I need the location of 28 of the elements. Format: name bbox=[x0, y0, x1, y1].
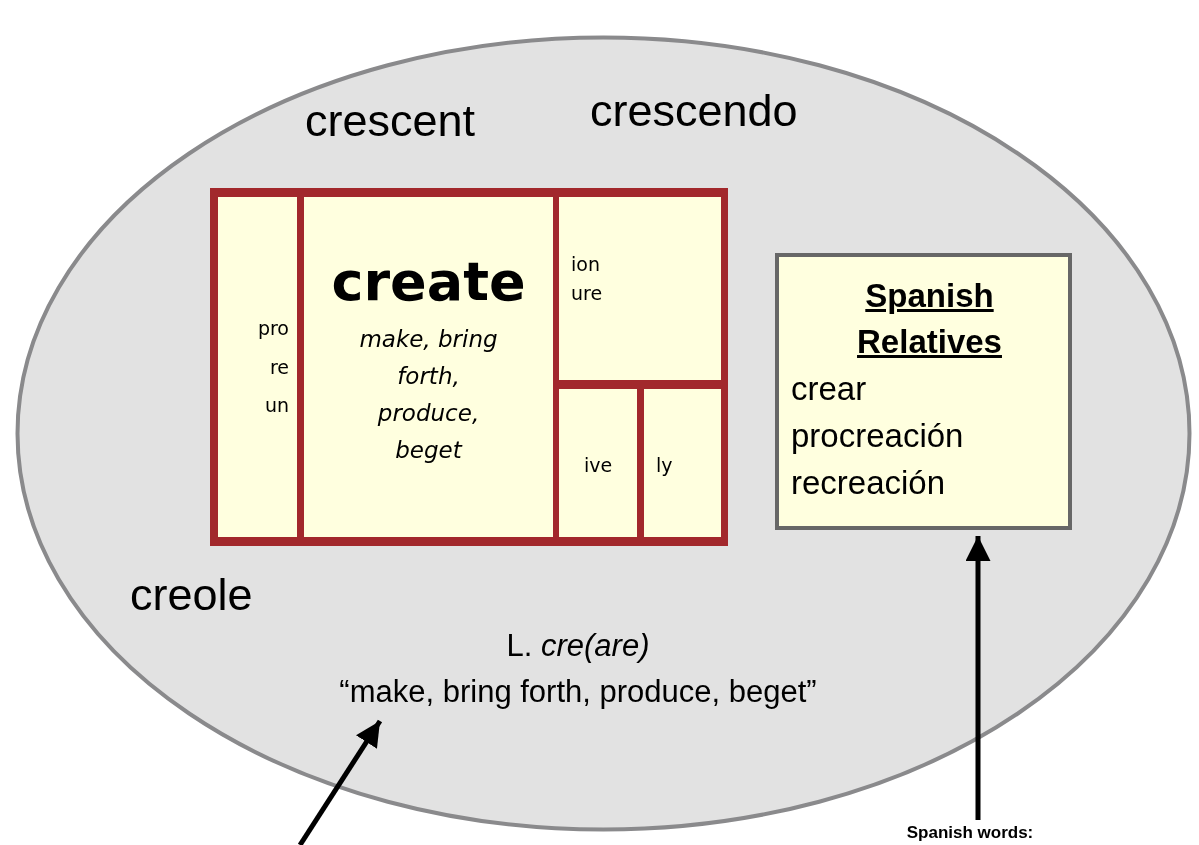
info-box bbox=[775, 253, 1072, 530]
word-frame bbox=[210, 188, 728, 546]
root-word: create bbox=[331, 255, 526, 309]
suffix-cell bbox=[559, 197, 721, 380]
arrow bbox=[297, 719, 383, 845]
suffix-cell bbox=[644, 389, 721, 537]
suffix-text: ly bbox=[656, 453, 674, 478]
suffix-text: ion bbox=[571, 255, 601, 274]
word-text: procreación bbox=[791, 416, 965, 456]
word-text: recreación bbox=[791, 463, 947, 503]
meaning-text: make, bring forth, produce, beget bbox=[358, 325, 499, 465]
suffix-cell bbox=[559, 389, 637, 537]
word-label: crescendo bbox=[590, 88, 798, 133]
latin-root-text: L. cre(are) bbox=[506, 627, 650, 665]
prefix-text: pro bbox=[257, 316, 289, 342]
prefix-text: un bbox=[264, 393, 289, 419]
arrow bbox=[965, 536, 991, 820]
prefix-cell bbox=[218, 197, 297, 537]
word-label: crescent bbox=[305, 98, 476, 143]
caption-text: Spanish words: bbox=[906, 822, 1034, 844]
word-text: crear bbox=[791, 369, 868, 409]
word-label: creole bbox=[130, 572, 253, 617]
suffix-text: ure bbox=[571, 284, 604, 303]
meaning-text: “make, bring forth, produce, beget” bbox=[339, 673, 817, 711]
suffix-text: ive bbox=[583, 453, 613, 478]
box-heading: Spanish Relatives bbox=[856, 276, 1003, 362]
root-word-cell bbox=[304, 197, 553, 537]
prefix-text: re bbox=[269, 354, 289, 380]
